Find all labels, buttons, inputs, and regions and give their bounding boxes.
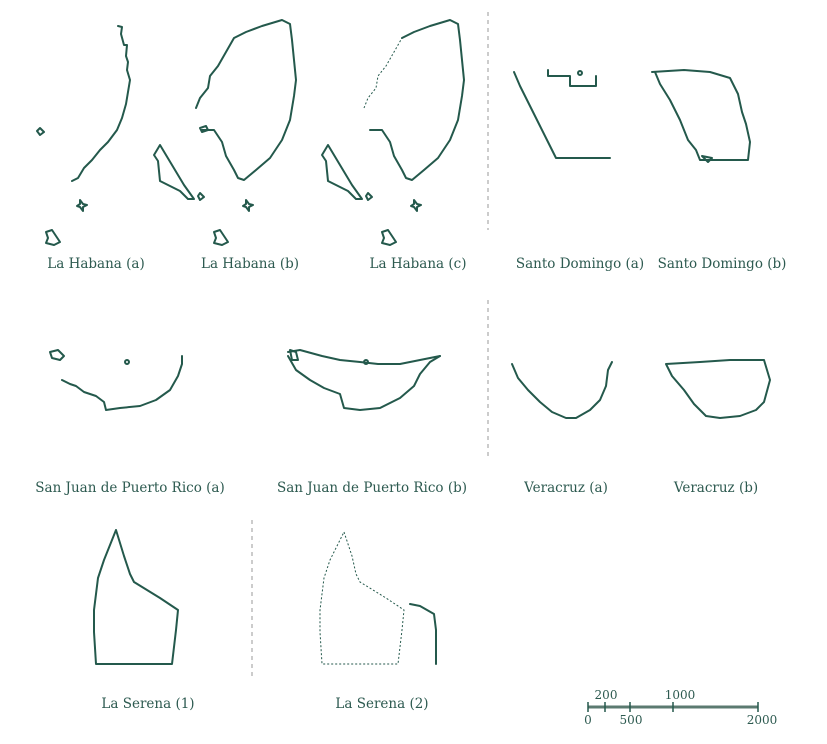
scale-tick-2000: 2000: [746, 713, 778, 727]
label-veracruz-b: Veracruz (b): [673, 480, 759, 496]
scale-tick-200: 200: [594, 688, 618, 702]
outline-san-juan-b: [287, 349, 441, 411]
label-habana-c: La Habana (c): [369, 256, 467, 272]
outline-la-serena-2: [319, 531, 437, 665]
label-la-serena-2: La Serena (2): [335, 696, 429, 712]
label-habana-b: La Habana (b): [200, 256, 300, 272]
label-san-juan-a: San Juan de Puerto Rico (a): [35, 480, 225, 496]
label-la-serena-1: La Serena (1): [101, 696, 195, 712]
outline-san-juan-a: [49, 349, 183, 411]
scale-tick-0: 0: [584, 713, 592, 727]
scale-bar: [587, 702, 759, 712]
label-santo-domingo-a: Santo Domingo (a): [515, 256, 645, 272]
outline-santo-domingo-b: [651, 69, 751, 163]
scale-tick-1000: 1000: [664, 688, 696, 702]
outline-habana-a: [36, 25, 205, 246]
outline-la-serena-1: [93, 529, 179, 665]
label-veracruz-a: Veracruz (a): [524, 480, 608, 496]
label-san-juan-b: San Juan de Puerto Rico (b): [276, 480, 468, 496]
outline-veracruz-a: [511, 361, 613, 419]
outline-habana-c: [321, 19, 465, 246]
scale-tick-500: 500: [619, 713, 643, 727]
outline-santo-domingo-a: [513, 69, 611, 159]
outline-habana-b: [195, 19, 297, 246]
label-santo-domingo-b: Santo Domingo (b): [657, 256, 787, 272]
outline-veracruz-b: [665, 359, 771, 419]
separators: [251, 12, 489, 680]
label-habana-a: La Habana (a): [47, 256, 145, 272]
